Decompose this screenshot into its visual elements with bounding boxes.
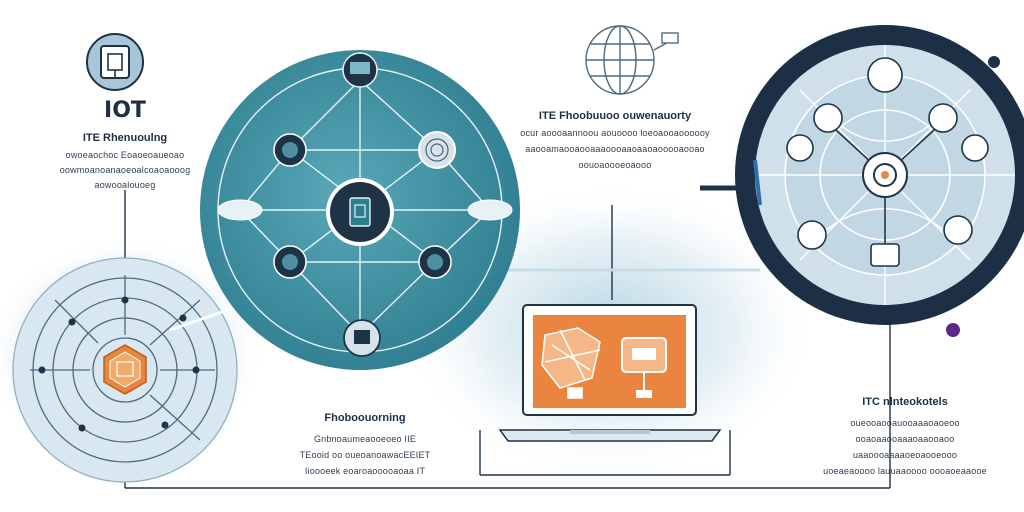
top-center-line-1: ocur aoooaannoou aouoooo loeoaooaoooooy (520, 128, 710, 138)
bottom-center-line-2: TEooid oo oueoanoawacEEIET (299, 450, 431, 460)
right-line-2: ooaoaaooaaaoaaooaoo (855, 434, 955, 444)
right-line-1: oueooaooauooaaaoaoeoo (850, 418, 960, 428)
bottom-center-line-1: Gnbnoaumeaooeoeo IIE (313, 434, 417, 444)
right-network-disc (735, 25, 1024, 337)
bottom-center-title: Fhoboouorning (324, 412, 406, 424)
left-target-nodes (38, 296, 200, 432)
router-icon (342, 52, 378, 88)
network-disc (200, 50, 520, 370)
right-line-3: uaaoooaaaaoeoaooeooo (852, 450, 958, 460)
left-title: IOT (104, 98, 146, 123)
right-line-4: uoeaeaoooo lauuaaoooo oooaoeaaooe (823, 466, 987, 476)
left-line-2: oowmoanoanaoeoalcoaoaooog (59, 165, 191, 175)
left-line-1: owoeaochoc Eoaoeoaueoao (65, 150, 185, 160)
padlock-icon (86, 33, 144, 91)
sensor-icon (273, 133, 452, 279)
accent-dot-purple (946, 323, 960, 337)
left-subtitle: ITE Rhenuoulng (82, 132, 168, 144)
right-device-nodes (786, 57, 989, 267)
accent-dot-top (988, 56, 1000, 68)
top-center-line-2: aaooamaooaooaaaoooaaoaaoaooooaooao (525, 144, 705, 154)
tag-nodes (217, 199, 513, 221)
bottom-center-line-3: Iioooeek eoaroaooooaoaa IT (304, 466, 426, 476)
fingerprint-icon (418, 131, 456, 169)
right-hub-icon (862, 152, 908, 198)
gauge-icon (621, 337, 667, 398)
globe-icon (585, 25, 679, 95)
left-line-3: aowooalouoeg (94, 180, 156, 190)
map-icon (541, 327, 601, 399)
right-title: ITC nlnteokotels (862, 396, 948, 408)
device-node-bottom (343, 319, 381, 357)
network-hub-icon (326, 178, 394, 246)
top-center-line-3: oouoaoooeoaooo (578, 160, 652, 170)
hexagon-chip-icon (103, 344, 147, 395)
top-center-title: ITE Fhoobuuoo ouwenauorty (538, 110, 692, 122)
